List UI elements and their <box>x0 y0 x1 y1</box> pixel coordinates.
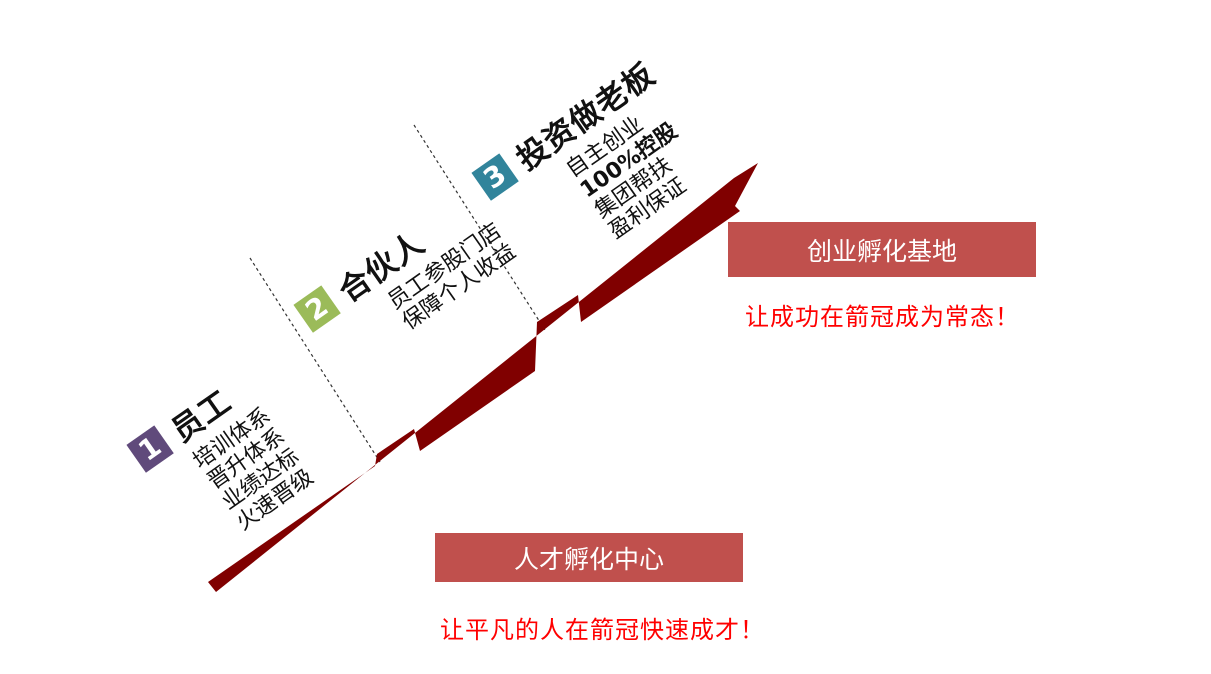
staircase-arrow <box>208 163 758 592</box>
incubator-center-slogan: 让平凡的人在箭冠快速成才！ <box>440 616 765 644</box>
divider-line-1 <box>249 257 381 463</box>
startup-base-slogan: 让成功在箭冠成为常态！ <box>745 303 1020 331</box>
startup-base-box: 创业孵化基地 <box>728 222 1036 277</box>
incubator-center-box: 人才孵化中心 <box>435 533 743 582</box>
divider-line-2 <box>413 124 546 331</box>
